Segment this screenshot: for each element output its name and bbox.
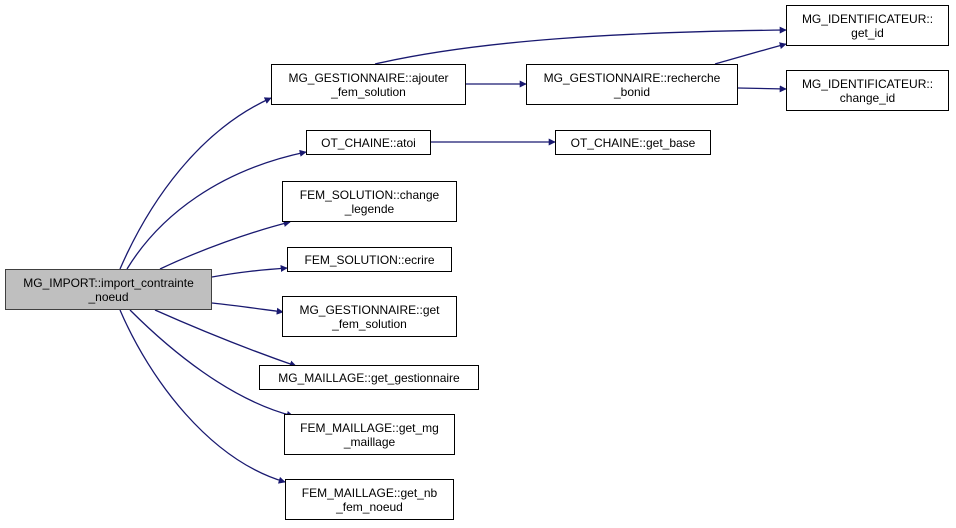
node-label-line: _legende bbox=[344, 201, 395, 216]
node-label-line: get_id bbox=[851, 25, 884, 40]
node-label-line: _noeud bbox=[88, 289, 129, 304]
node-label-line: MG_IMPORT::import_contrainte bbox=[23, 275, 194, 290]
edge-root-to-getfemsolution bbox=[211, 302, 284, 315]
node-label-line: change_id bbox=[839, 90, 896, 105]
node-label-line: OT_CHAINE::get_base bbox=[570, 135, 696, 150]
node-fem-maillage-get-mg-maillage[interactable]: FEM_MAILLAGE::get_mg _maillage bbox=[284, 414, 455, 455]
node-label-line: FEM_SOLUTION::change bbox=[299, 187, 440, 202]
node-mg-maillage-get-gestionnaire[interactable]: MG_MAILLAGE::get_gestionnaire bbox=[259, 365, 479, 390]
node-label-line: MG_IDENTIFICATEUR:: bbox=[801, 11, 934, 26]
node-mg-identificateur-change-id[interactable]: MG_IDENTIFICATEUR:: change_id bbox=[786, 70, 949, 111]
node-label-line: _fem_solution bbox=[331, 84, 406, 99]
node-label-line: MG_MAILLAGE::get_gestionnaire bbox=[278, 370, 460, 385]
node-mg-identificateur-get-id[interactable]: MG_IDENTIFICATEUR:: get_id bbox=[786, 5, 949, 46]
node-label-line: _maillage bbox=[343, 434, 396, 449]
node-label-line: OT_CHAINE::atoi bbox=[321, 135, 416, 150]
edge-root-to-getmgmaillage bbox=[129, 309, 294, 418]
node-label-line: _fem_solution bbox=[332, 316, 407, 331]
node-mg-import-import-contrainte-noeud: MG_IMPORT::import_contrainte _noeud bbox=[5, 269, 212, 310]
node-label-line: MG_IDENTIFICATEUR:: bbox=[801, 76, 934, 91]
node-ot-chaine-atoi[interactable]: OT_CHAINE::atoi bbox=[306, 130, 431, 155]
edge-recherche-to-getid bbox=[714, 42, 787, 65]
node-label-line: FEM_SOLUTION::ecrire bbox=[304, 252, 435, 267]
edge-root-to-ajouter bbox=[119, 97, 272, 270]
node-mg-gestionnaire-get-fem-solution[interactable]: MG_GESTIONNAIRE::get _fem_solution bbox=[282, 296, 457, 337]
edge-root-to-changelegende bbox=[159, 220, 291, 270]
node-fem-solution-ecrire[interactable]: FEM_SOLUTION::ecrire bbox=[287, 247, 452, 272]
node-mg-gestionnaire-ajouter-fem-solution[interactable]: MG_GESTIONNAIRE::ajouter _fem_solution bbox=[271, 64, 466, 105]
node-label-line: MG_GESTIONNAIRE::recherche bbox=[543, 70, 721, 85]
node-ot-chaine-get-base[interactable]: OT_CHAINE::get_base bbox=[555, 130, 711, 155]
edge-root-to-getgestionnaire bbox=[154, 309, 297, 368]
edge-root-to-getnbfemnoeud bbox=[119, 309, 286, 484]
node-label-line: _fem_noeud bbox=[336, 499, 403, 514]
node-label-line: MG_GESTIONNAIRE::ajouter bbox=[288, 70, 449, 85]
node-fem-solution-change-legende[interactable]: FEM_SOLUTION::change _legende bbox=[282, 181, 457, 222]
node-label-line: _bonid bbox=[613, 84, 651, 99]
edge-ajouter-to-getid bbox=[374, 26, 787, 65]
node-label-line: MG_GESTIONNAIRE::get bbox=[299, 302, 440, 317]
node-fem-maillage-get-nb-fem-noeud[interactable]: FEM_MAILLAGE::get_nb _fem_noeud bbox=[285, 479, 454, 520]
edge-root-to-ecrire bbox=[211, 264, 288, 278]
edge-recherche-to-changeid bbox=[737, 85, 787, 93]
node-label-line: FEM_MAILLAGE::get_mg bbox=[300, 420, 439, 435]
edge-root-to-atoi bbox=[126, 149, 307, 270]
node-mg-gestionnaire-recherche-bonid[interactable]: MG_GESTIONNAIRE::recherche _bonid bbox=[526, 64, 738, 105]
node-label-line: FEM_MAILLAGE::get_nb bbox=[301, 485, 438, 500]
